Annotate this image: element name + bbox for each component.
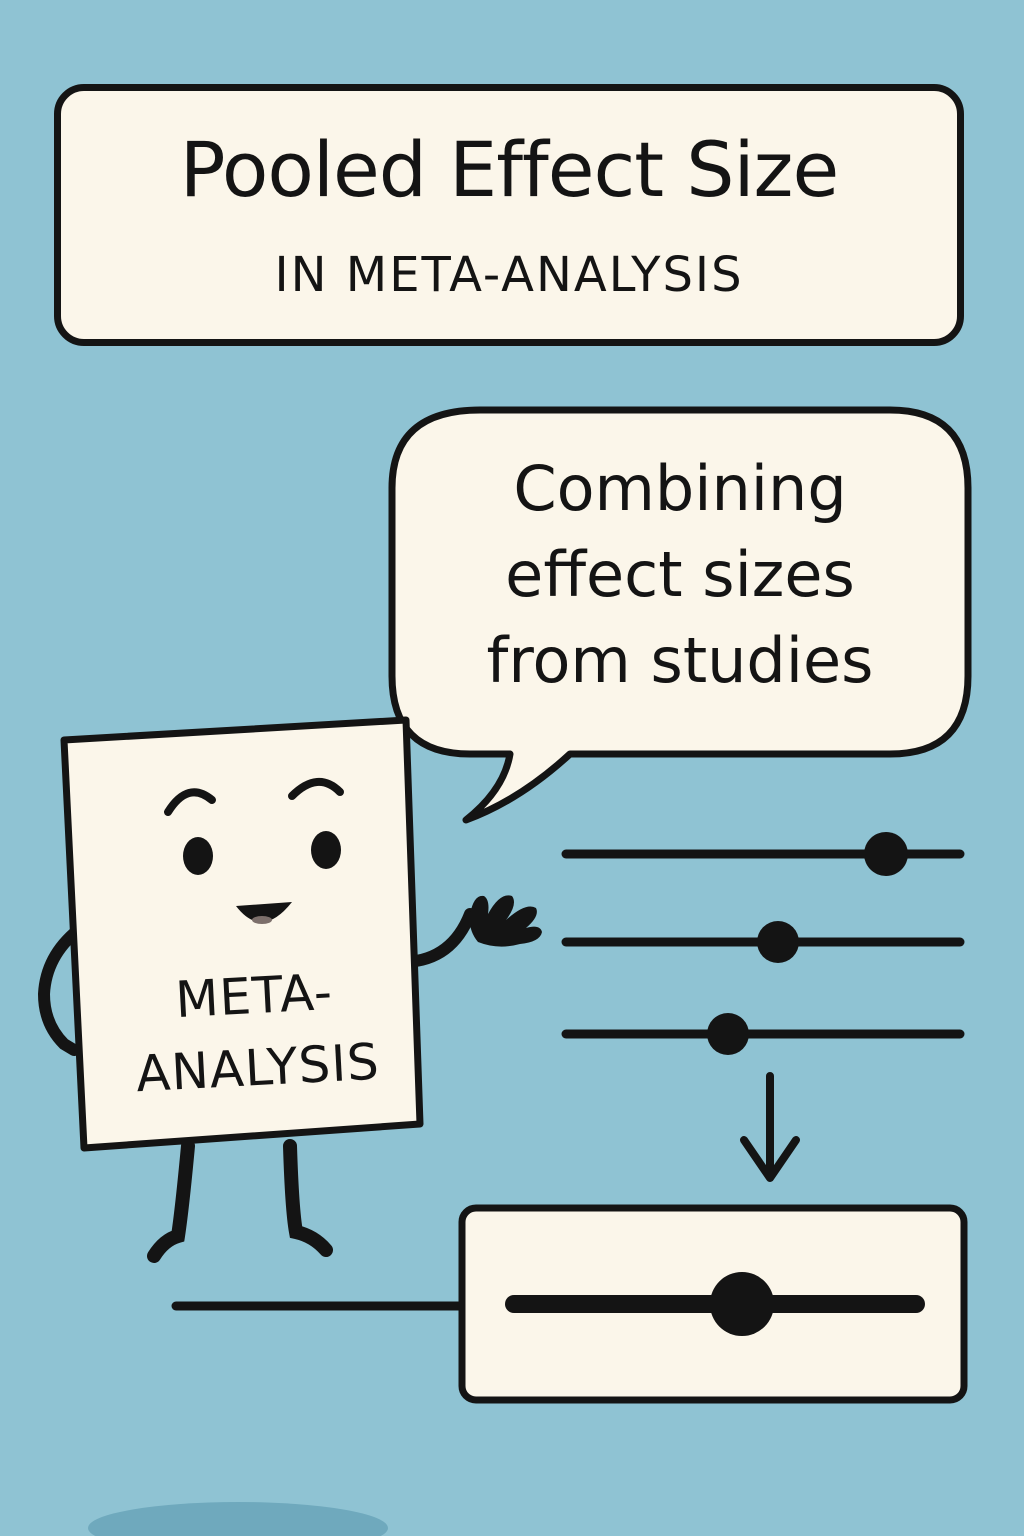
character-right-eyebrow — [288, 778, 344, 800]
character-right-leg — [283, 1139, 333, 1257]
study-estimate-marker-icon — [757, 921, 799, 963]
character-body — [60, 716, 424, 1152]
character-shadow — [88, 1502, 388, 1536]
speech-bubble-text: Combining effect sizes from studies — [430, 446, 930, 704]
study-estimate-marker-icon — [707, 1013, 749, 1055]
speech-bubble-line: effect sizes — [505, 538, 855, 611]
pooled-estimate-marker-icon — [710, 1272, 774, 1336]
character-left-eyebrow — [164, 788, 216, 816]
character-tongue — [252, 916, 272, 924]
down-arrow-icon — [740, 1072, 800, 1182]
study-estimate-marker-icon — [864, 832, 908, 876]
character-left-arm — [37, 924, 84, 1056]
speech-bubble — [388, 406, 972, 824]
page-subtitle: IN META-ANALYSIS — [274, 247, 744, 303]
character-label: META- ANALYSIS — [82, 951, 429, 1113]
character-mouth — [236, 902, 292, 923]
character-right-eye — [311, 831, 341, 869]
title-panel: Pooled Effect Size IN META-ANALYSIS — [54, 84, 964, 346]
character-left-eye — [183, 837, 213, 875]
speech-bubble-line: from studies — [486, 624, 874, 697]
speech-bubble-line: Combining — [513, 452, 847, 525]
character-hand — [469, 895, 542, 947]
character-left-leg — [147, 1139, 195, 1263]
page-title: Pooled Effect Size — [179, 125, 839, 214]
